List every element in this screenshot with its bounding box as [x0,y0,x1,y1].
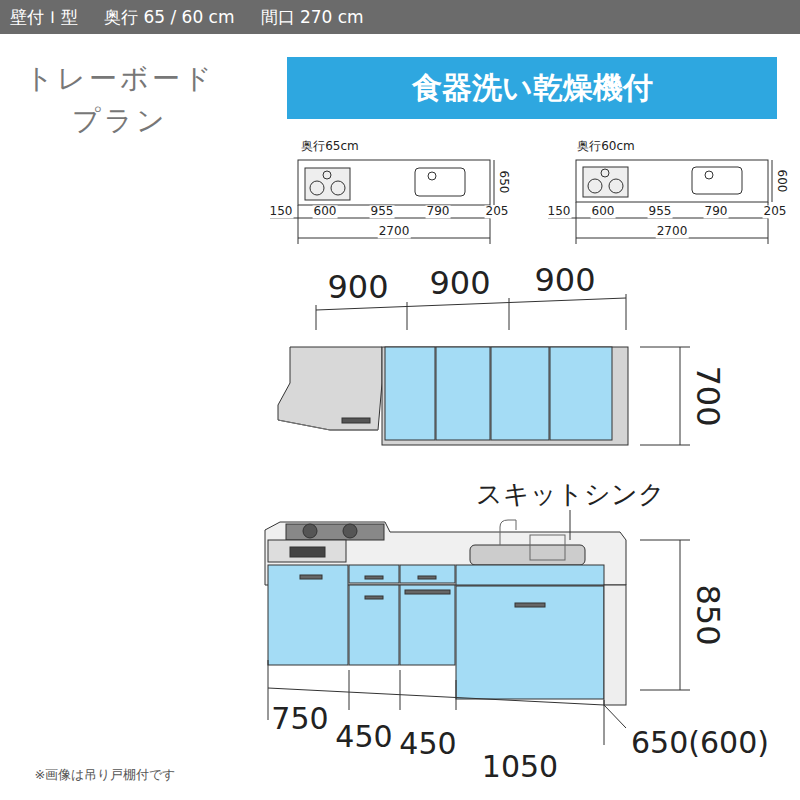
dimension: 2700 [378,225,411,238]
spec-text: 間口 270 cm [261,6,364,29]
dimension: 700 [689,365,724,426]
dimension: 450 [335,720,392,753]
header-band: 壁付Ｉ型 奥行 65 / 60 cm 間口 270 cm [0,0,800,34]
feature-banner: 食器洗い乾燥機付 [287,57,777,119]
dimension: 600 [591,205,616,218]
dimension: 650 [496,171,509,194]
dimension: 450 [399,727,456,760]
part-name: スキットシンク [476,480,665,509]
dimension: 900 [327,270,388,305]
dimension: 900 [534,263,595,298]
dimension: 150 [269,205,294,218]
spec-text: 奥行 65 / 60 cm [104,6,235,29]
dimension: 790 [426,205,451,218]
spec-text: 壁付Ｉ型 [10,6,78,29]
dimension: 850 [689,584,724,645]
dimension: 1050 [482,750,558,783]
dimension: 650(600) [631,726,769,759]
dimension: 205 [485,205,510,218]
depth-caption: 奥行60cm [576,140,636,153]
dimension: 955 [370,205,395,218]
dimension: 900 [429,266,490,301]
dimension: 600 [774,170,787,193]
banner-text: 食器洗い乾燥機付 [412,68,653,109]
dimension: 600 [313,205,338,218]
depth-caption: 奥行65cm [300,140,360,153]
dimension: 2700 [656,225,689,238]
dimension: 150 [547,205,572,218]
note: ※画像は吊り戸棚付です [35,768,176,782]
dimension: 955 [648,205,673,218]
dimension: 750 [271,702,328,735]
dimension: 205 [763,205,788,218]
dimension: 790 [704,205,729,218]
plan-name: トレーボード プラン [20,58,220,142]
